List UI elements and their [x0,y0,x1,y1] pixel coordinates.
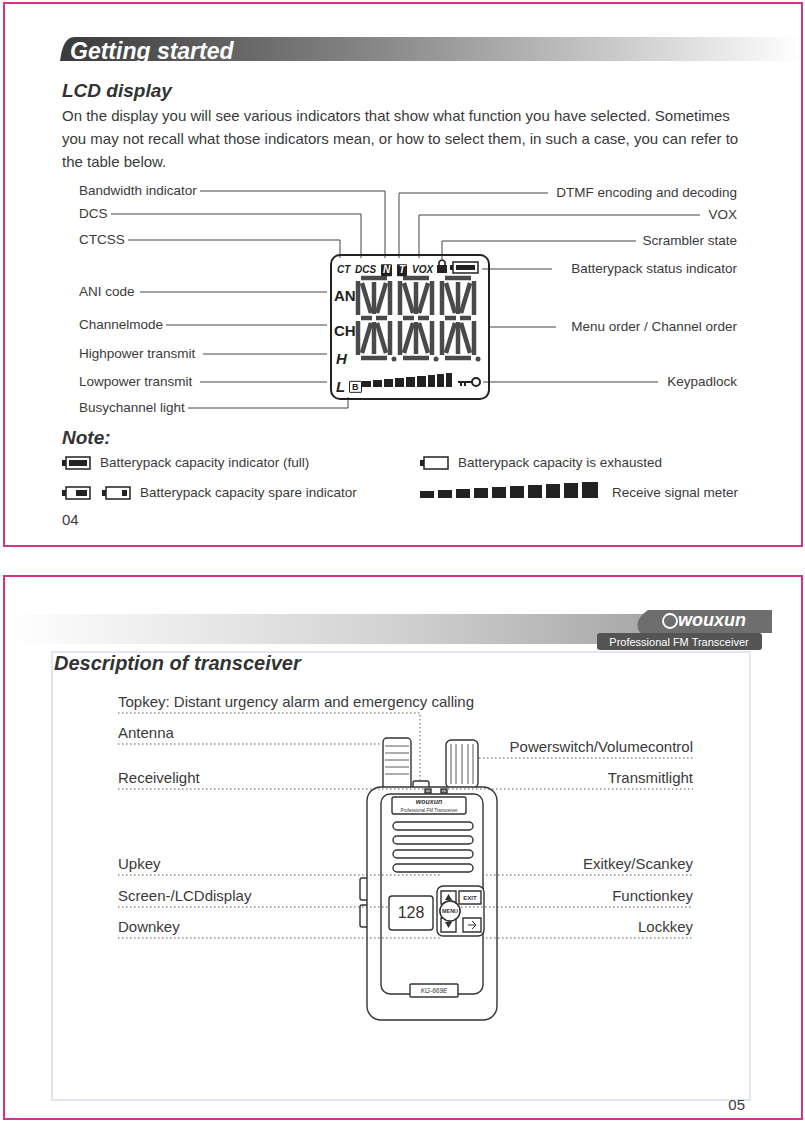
lcd-indicator: N [381,264,392,276]
logo-tagline-bar [597,633,762,650]
section-heading: Description of transceiver [54,652,301,675]
inner-frame [52,652,750,1100]
callout-label: DCS [76,206,111,222]
key-icon [458,378,480,386]
section-heading: Getting started [70,38,234,64]
subheading: LCD display [62,80,172,102]
heading-band [8,614,648,644]
lock-icon [437,260,447,273]
brand-logo: wouxun [678,610,746,631]
legend-text: Receive signal meter [612,485,738,501]
lcd-indicator: L [336,378,345,395]
lcd-indicator: T [397,264,407,276]
leader-lines [110,191,700,408]
lcd-indicator: DCS [355,264,376,276]
lcd-digits [358,278,481,362]
page-number: 05 [728,1096,745,1113]
legend-text: Batterypack capacity indicator (full) [100,455,309,471]
part-label: Downkey [118,918,180,935]
lcd-indicator: B [349,381,362,393]
logo-mark [663,614,677,628]
legend-text: Batterypack capacity spare indicator [140,485,357,501]
part-label: Powerswitch/Volumecontrol [510,738,693,755]
callout-label: Bandwidth indicator [76,183,200,199]
key-label: EXIT [463,894,476,901]
part-label: Transmitlight [608,769,693,786]
radio-illustration [360,738,497,1020]
lcd-readout: 128 [398,904,425,922]
brand-tagline: Professional FM Transceiver [609,635,748,648]
legend-text: Batterypack capacity is exhausted [458,455,662,471]
callout-label: Highpower transmit [76,346,198,362]
callout-label: VOX [705,207,740,223]
callout-label: Batterypack status indicator [568,261,740,277]
callout-label: CTCSS [76,232,128,248]
signal-bars [362,373,452,387]
callout-label: Scrambler state [639,233,740,249]
radio-tagline: Professional FM Transceiver [400,808,457,813]
battery-icon [450,262,478,273]
model-label: KG-669E [421,987,448,994]
logo-badge [637,610,772,633]
callout-label: ANI code [76,284,138,300]
callout-label: Lowpower transmit [76,374,195,390]
callout-label: Menu order / Channel order [568,319,740,335]
lcd-indicator: AN [334,287,356,304]
intro-text: On the display you will see various indi… [62,104,754,173]
part-label: Receivelight [118,769,200,786]
page-frame: Description of transceiver [3,575,803,1120]
lcd-indicator: H [336,350,347,367]
callout-lines [118,713,693,938]
part-label: Antenna [118,724,174,741]
lcd-indicator: CT [337,264,350,276]
part-label: Upkey [118,855,161,872]
lcd-indicator: CH [334,322,356,339]
lcd-display: CT DCS NT VOX AN CH HLB [330,254,490,400]
lcd-indicator: VOX [412,264,433,276]
part-label: Exitkey/Scankey [583,855,693,872]
callout-label: Busychannel light [76,400,188,416]
part-label: Lockkey [638,918,693,935]
part-label: Functionkey [612,887,693,904]
callout-label: Keypadlock [664,374,740,390]
part-label: Screen-/LCDdisplay [118,887,251,904]
callout-label: DTMF encoding and decoding [553,185,740,201]
key-label: MENU [442,908,458,914]
page-number: 04 [62,511,79,528]
radio-logo: wouxun [416,798,442,806]
menu-key [440,901,460,921]
callout-label: Channelmode [76,317,166,333]
part-label: Topkey: Distant urgency alarm and emerge… [118,693,474,710]
note-heading: Note: [62,427,111,449]
